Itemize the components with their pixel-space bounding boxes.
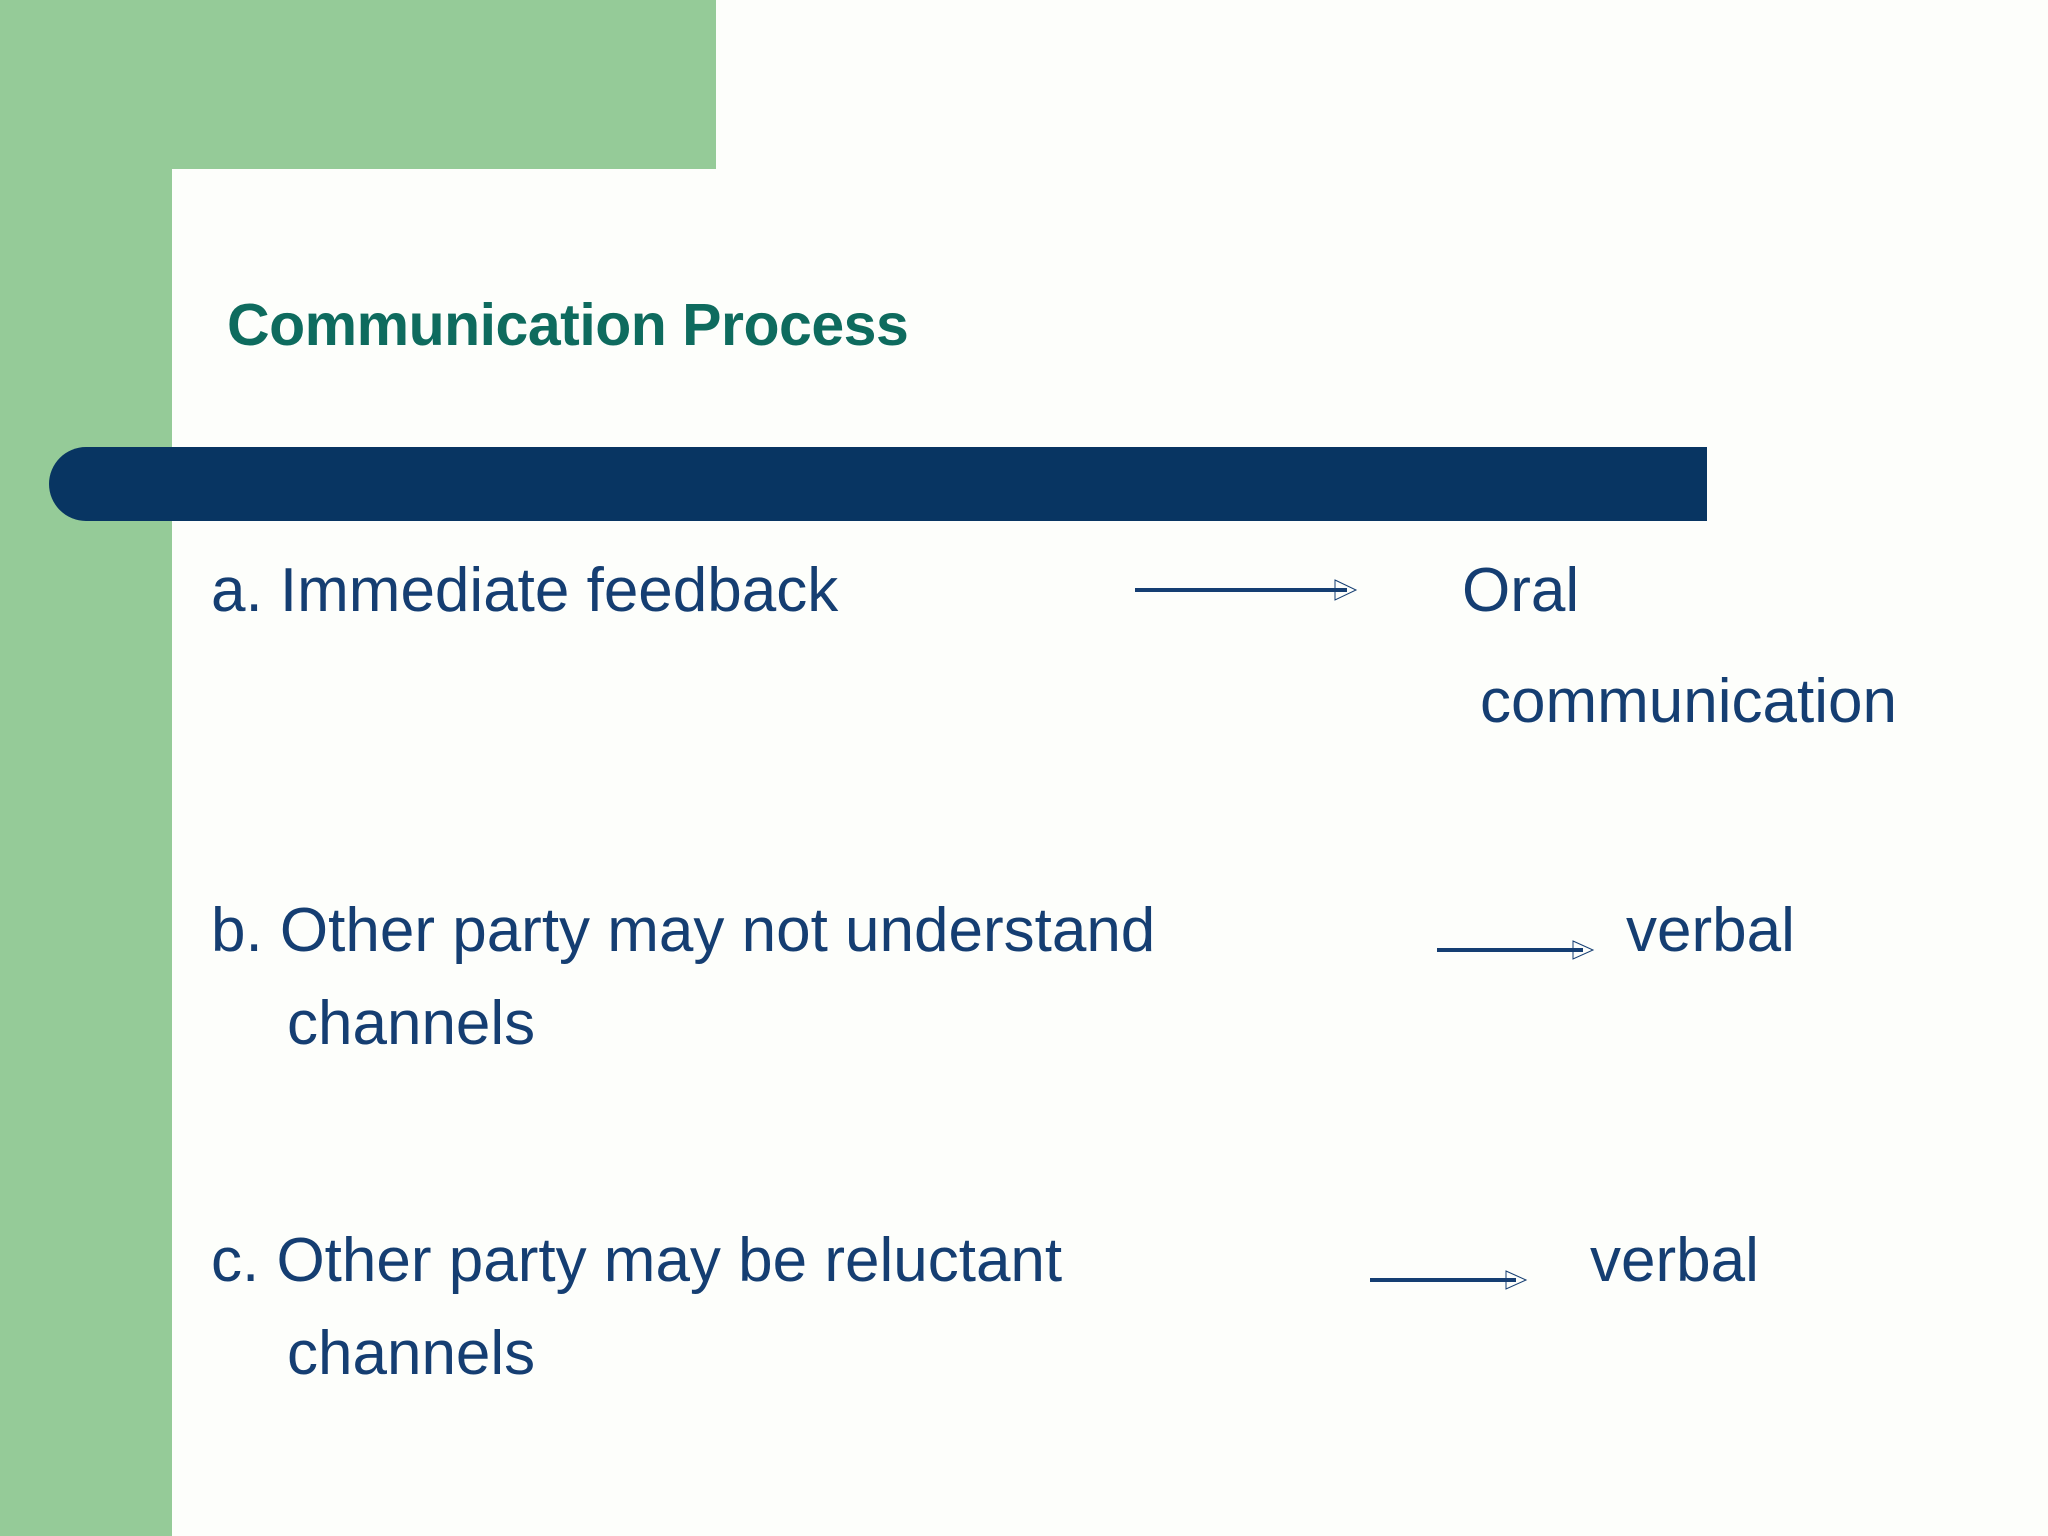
bullet-item-a-label: a. Immediate feedback <box>211 556 839 625</box>
bullet-item-a-result-line2: communication <box>1480 667 1897 736</box>
bullet-item-c-label: c. Other party may be reluctant <box>211 1226 1063 1295</box>
bullet-item-a-result-line1: Oral <box>1462 556 1580 625</box>
green-left-column <box>0 0 172 1536</box>
bullet-item-b-label: b. Other party may not understand <box>211 896 1156 965</box>
right-arrow-icon <box>1437 940 1595 960</box>
right-arrow-icon <box>1135 579 1358 601</box>
right-arrow-icon <box>1370 1270 1528 1290</box>
bullet-item-c-result-line2: channels <box>287 1319 536 1388</box>
bullet-item-b-result-line1: verbal <box>1626 896 1795 965</box>
bullet-item-c-result-line1: verbal <box>1590 1226 1759 1295</box>
title-rule-bar <box>49 447 1707 521</box>
bullet-item-b-result-line2: channels <box>287 989 536 1058</box>
page-title: Communication Process <box>227 292 909 358</box>
white-content-card <box>172 170 2048 1536</box>
green-top-block <box>0 0 716 169</box>
